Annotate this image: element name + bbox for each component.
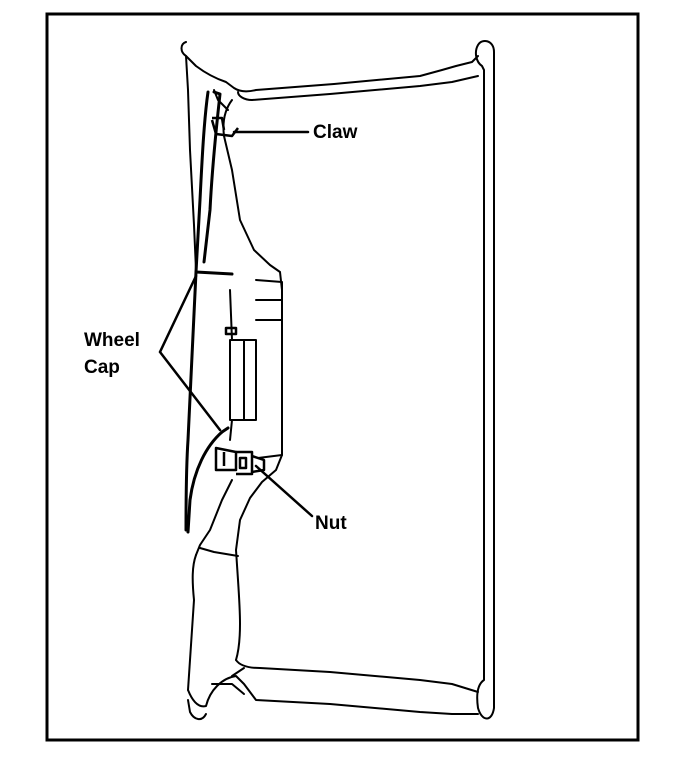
- wheel-cap-leader: [158, 274, 222, 432]
- leader-lines: [158, 130, 314, 518]
- wheel-cap-label-line2: Cap: [84, 357, 120, 378]
- wheel-rim: [180, 39, 495, 720]
- wheel-cap-label-line1: Wheel: [84, 330, 140, 351]
- nut-leader: [254, 464, 314, 518]
- nut-label: Nut: [315, 513, 347, 534]
- lug-nut: [214, 326, 266, 476]
- claw-label: Claw: [313, 122, 358, 143]
- diagram-frame: [45, 12, 640, 742]
- wheel-cap: [184, 90, 234, 534]
